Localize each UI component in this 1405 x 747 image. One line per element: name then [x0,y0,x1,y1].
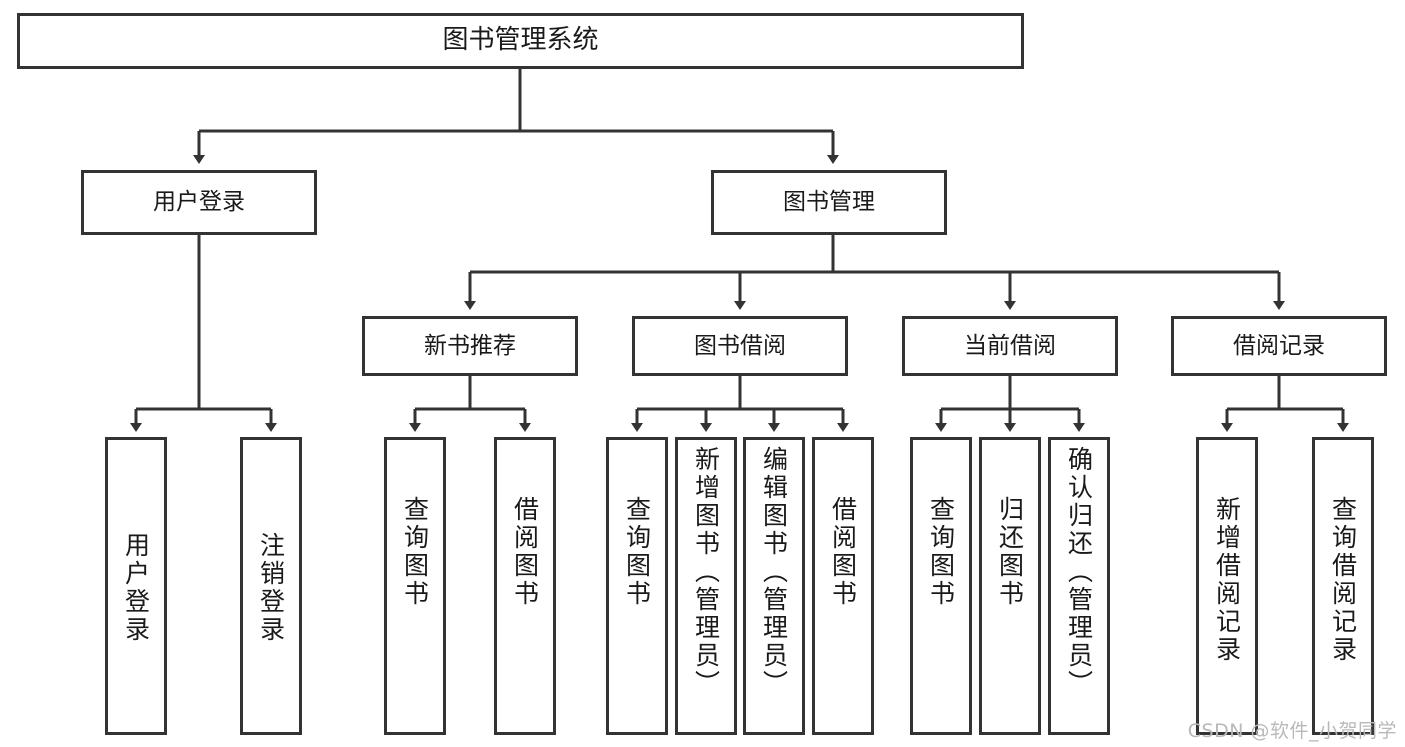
node-current-borrow[interactable]: 当前借阅 [902,316,1118,376]
watermark-text: CSDN @软件_小贺同学 [1187,720,1397,742]
node-leaf-borrow-query-label: 查询图书 [622,496,652,608]
node-leaf-borrow-query[interactable]: 查询图书 [606,437,668,735]
node-leaf-borrow-edit-label: 编辑图书（管理员） [759,446,789,698]
node-leaf-rec-query[interactable]: 查询图书 [384,437,446,735]
node-leaf-rec-add-label: 新增借阅记录 [1212,496,1242,664]
node-leaf-cur-return-label: 归还图书 [995,496,1025,608]
node-leaf-borrow-lend[interactable]: 借阅图书 [812,437,874,735]
node-new-book-rec[interactable]: 新书推荐 [362,316,578,376]
node-leaf-cur-return[interactable]: 归还图书 [979,437,1041,735]
node-leaf-rec-add[interactable]: 新增借阅记录 [1196,437,1258,735]
node-borrow-record[interactable]: 借阅记录 [1171,316,1387,376]
node-book-manage[interactable]: 图书管理 [711,170,947,235]
node-user-login[interactable]: 用户登录 [81,170,317,235]
node-leaf-cur-query-label: 查询图书 [926,496,956,608]
node-leaf-user-login-label: 用户登录 [121,532,151,644]
node-leaf-cur-query[interactable]: 查询图书 [910,437,972,735]
node-leaf-cur-confirm-label: 确认归还（管理员） [1064,446,1094,698]
node-leaf-user-login[interactable]: 用户登录 [105,437,167,735]
node-book-borrow[interactable]: 图书借阅 [632,316,848,376]
node-leaf-user-logout[interactable]: 注销登录 [240,437,302,735]
node-leaf-cur-confirm[interactable]: 确认归还（管理员） [1048,437,1110,735]
node-leaf-rec-search[interactable]: 查询借阅记录 [1312,437,1374,735]
node-borrow-record-label: 借阅记录 [1233,332,1325,359]
node-leaf-borrow-add-label: 新增图书（管理员） [691,446,721,698]
node-book-manage-label: 图书管理 [783,189,875,216]
node-leaf-rec-query-label: 查询图书 [400,496,430,608]
node-leaf-rec-search-label: 查询借阅记录 [1328,496,1358,664]
node-new-book-rec-label: 新书推荐 [424,332,516,359]
node-current-borrow-label: 当前借阅 [964,332,1056,359]
node-leaf-borrow-add[interactable]: 新增图书（管理员） [675,437,737,735]
node-leaf-user-logout-label: 注销登录 [256,532,286,644]
node-leaf-rec-borrow[interactable]: 借阅图书 [494,437,556,735]
node-leaf-rec-borrow-label: 借阅图书 [510,496,540,608]
node-user-login-label: 用户登录 [153,189,245,216]
node-book-borrow-label: 图书借阅 [694,332,786,359]
node-root[interactable]: 图书管理系统 [17,13,1024,69]
node-leaf-borrow-lend-label: 借阅图书 [828,496,858,608]
node-root-label: 图书管理系统 [442,25,599,56]
node-leaf-borrow-edit[interactable]: 编辑图书（管理员） [743,437,805,735]
